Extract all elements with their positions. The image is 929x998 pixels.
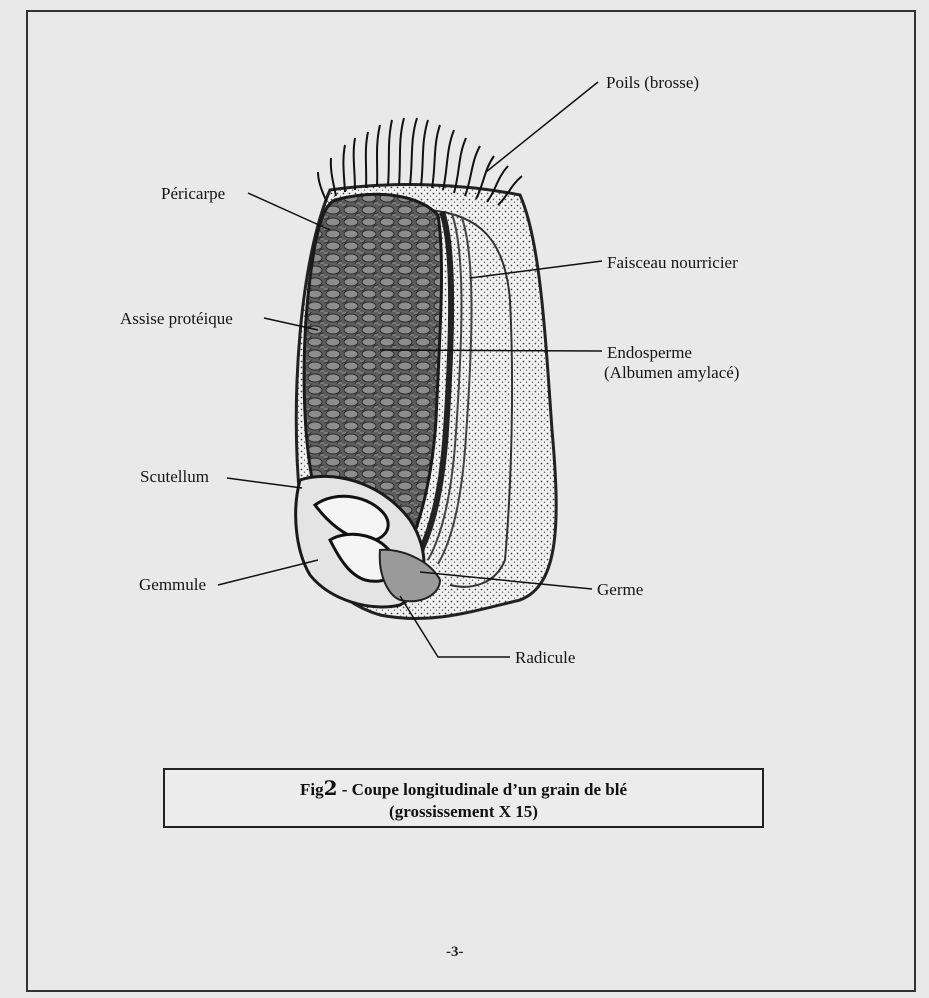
label-endosperme-albumen: (Albumen amylacé): [604, 363, 739, 383]
leader-scutellum: [227, 478, 302, 488]
leader-pericarpe: [248, 193, 330, 230]
caption-prefix: Fig: [300, 780, 324, 799]
caption-line-2: (grossissement X 15): [165, 801, 762, 823]
caption-line-1: Fig2 - Coupe longitudinale d’un grain de…: [165, 777, 762, 801]
label-scutellum: Scutellum: [140, 467, 209, 487]
caption-title: - Coupe longitudinale d’un grain de blé: [342, 780, 627, 799]
page-number: -3-: [446, 944, 464, 961]
label-endosperme: Endosperme: [607, 343, 692, 363]
label-germe: Germe: [597, 580, 643, 600]
leader-gemmule: [218, 560, 318, 585]
caption-number: 2: [324, 776, 338, 800]
label-radicule: Radicule: [515, 648, 575, 668]
label-faisceau: Faisceau nourricier: [607, 253, 738, 273]
label-gemmule: Gemmule: [139, 575, 206, 595]
label-assise: Assise protéique: [120, 309, 233, 329]
leader-poils: [486, 82, 598, 172]
label-pericarpe: Péricarpe: [161, 184, 225, 204]
label-poils: Poils (brosse): [606, 73, 699, 93]
figure-caption: Fig2 - Coupe longitudinale d’un grain de…: [163, 768, 764, 828]
leader-endosperme: [380, 350, 602, 351]
